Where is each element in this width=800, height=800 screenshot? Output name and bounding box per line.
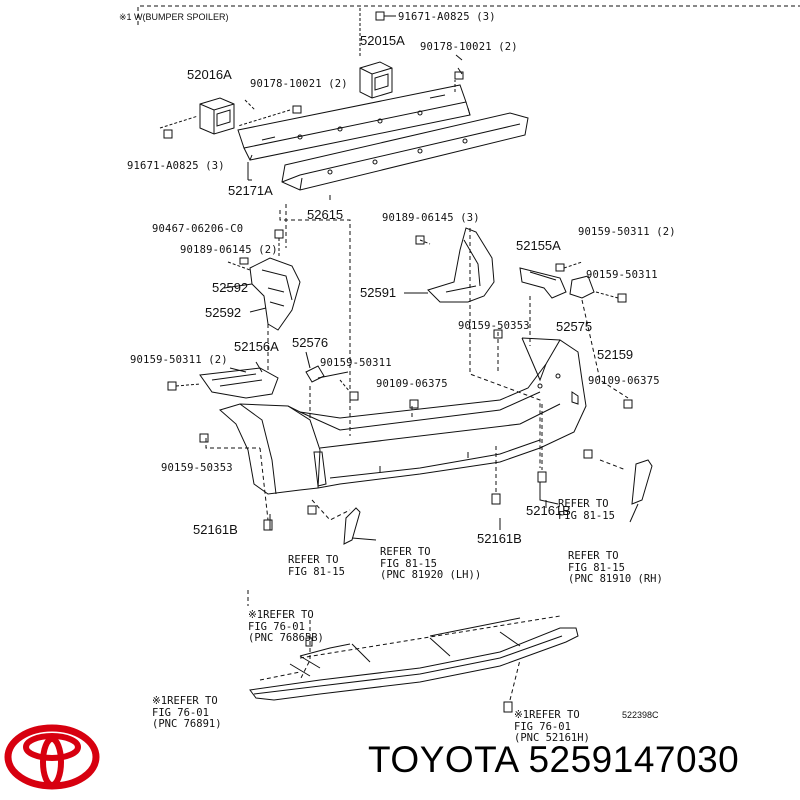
- part-52576[interactable]: 52576: [292, 335, 329, 350]
- part-90159-50311-right[interactable]: 90159-50311: [586, 269, 658, 281]
- part-52155a[interactable]: 52155A: [516, 238, 561, 253]
- part-52575[interactable]: 52575: [556, 319, 593, 334]
- part-52592[interactable]: 52592: [205, 305, 242, 320]
- side-bracket-52592: [224, 230, 300, 330]
- bumper-exploded-view: [0, 0, 800, 720]
- retainer-52155a: [520, 262, 626, 302]
- part-52016a[interactable]: 52016A: [187, 67, 232, 82]
- part-90159-50353-left[interactable]: 90159-50353: [161, 462, 233, 474]
- part-52615[interactable]: 52615: [307, 207, 344, 222]
- part-52591[interactable]: 52591: [360, 285, 397, 300]
- part-90189-06145-left[interactable]: 90189-06145 (2): [180, 244, 278, 256]
- part-90159-50353-center[interactable]: 90159-50353: [458, 320, 530, 332]
- brand-part-number: TOYOTA 5259147030: [368, 739, 740, 780]
- bracket-52015a: [360, 62, 392, 98]
- part-52171a[interactable]: 52171A: [228, 183, 273, 198]
- part-91671-a0825-left[interactable]: 91671-A0825 (3): [127, 160, 225, 172]
- spoiler-guide-lines: [248, 590, 560, 700]
- bumper-spoiler-note: ※1 W(BUMPER SPOILER): [119, 12, 229, 22]
- part-90109-06375-center[interactable]: 90109-06375: [376, 378, 448, 390]
- side-bracket-52591: [404, 228, 494, 302]
- part-90159-50311-center[interactable]: 90159-50311: [320, 357, 392, 369]
- bracket-52016a: [200, 98, 234, 134]
- drawing-code: 522398C: [622, 710, 659, 720]
- retainer-52156a: [168, 352, 358, 400]
- bumper-cover-52159: [220, 338, 586, 494]
- part-90467-06206-c0[interactable]: 90467-06206-C0: [152, 223, 244, 235]
- part-52161b-left[interactable]: 52161B: [193, 522, 238, 537]
- part-90178-10021-left[interactable]: 90178-10021 (2): [250, 78, 348, 90]
- part-90159-50311-left-2[interactable]: 90159-50311 (2): [130, 354, 228, 366]
- part-52015a[interactable]: 52015A: [360, 33, 405, 48]
- part-52156a[interactable]: 52156A: [234, 339, 279, 354]
- bumper-spoiler: [250, 618, 578, 700]
- toyota-logo-icon: [0, 720, 110, 800]
- part-52592-top-label[interactable]: 52592: [212, 280, 249, 295]
- reinforcement-52171a: [238, 85, 470, 160]
- part-52159[interactable]: 52159: [597, 347, 634, 362]
- part-90189-06145-right[interactable]: 90189-06145 (3): [382, 212, 480, 224]
- part-91671-a0825-top[interactable]: 91671-A0825 (3): [398, 11, 496, 23]
- part-52161b-center[interactable]: 52161B: [477, 531, 522, 546]
- part-90178-10021-right[interactable]: 90178-10021 (2): [420, 41, 518, 53]
- absorber-52615: [282, 113, 528, 190]
- part-90109-06375-right[interactable]: 90109-06375: [588, 375, 660, 387]
- assembly-guide-lines: [206, 204, 628, 520]
- part-90159-50311-right-2[interactable]: 90159-50311 (2): [578, 226, 676, 238]
- part-52161b-right[interactable]: 52161B: [526, 503, 571, 518]
